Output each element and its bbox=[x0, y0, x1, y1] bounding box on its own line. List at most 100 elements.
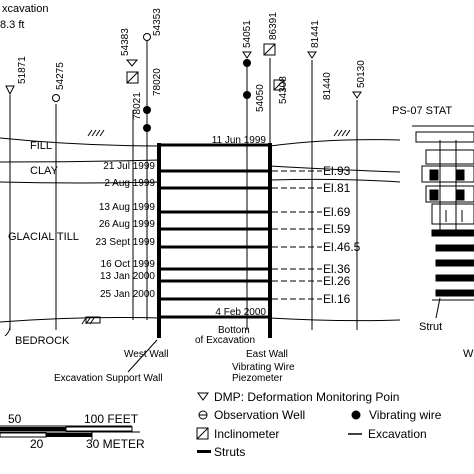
dmp-51871: 51871 bbox=[5, 56, 28, 330]
stage-date-6: 16 Oct 1999 bbox=[101, 259, 156, 270]
vibrating-wire-icon bbox=[243, 59, 251, 67]
inclinometer-label-78021: 78021 bbox=[132, 92, 143, 120]
piezometer-label-2: Piezometer bbox=[232, 373, 283, 384]
dmp-54051: 54051 54050 bbox=[242, 20, 266, 330]
stratum-fill: FILL bbox=[30, 140, 52, 152]
stage-date-4: 26 Aug 1999 bbox=[99, 219, 156, 230]
vibrating-wire-icon bbox=[243, 91, 251, 99]
well-label-54275: 54275 bbox=[55, 62, 66, 90]
stage-elevation-3: El.69 bbox=[323, 205, 351, 219]
header-title-1: xcavation bbox=[2, 3, 48, 15]
stage-date-2: 2 Aug 1999 bbox=[104, 178, 155, 189]
dmp-marker-icon bbox=[125, 59, 139, 67]
vibrating-wire-icon bbox=[143, 106, 151, 114]
support-wall-leader bbox=[127, 339, 158, 373]
stage-date-8: 25 Jan 2000 bbox=[100, 289, 155, 300]
dmp-label-51871: 51871 bbox=[17, 56, 28, 84]
strut-3 bbox=[161, 210, 268, 214]
stage-date-7: 13 Jan 2000 bbox=[100, 271, 155, 282]
stage-elevation-5: El.46.5 bbox=[323, 240, 361, 254]
stage-date-3: 13 Aug 1999 bbox=[99, 202, 156, 213]
east-wall-label: East Wall bbox=[246, 349, 288, 360]
strut-9 bbox=[161, 315, 268, 319]
stage-elevation-2: El.81 bbox=[323, 181, 351, 195]
bedrock-boundary bbox=[0, 317, 161, 323]
strut-0 bbox=[161, 143, 268, 147]
station-label: PS-07 STAT bbox=[392, 105, 452, 117]
strut-1 bbox=[161, 169, 268, 173]
legend-struts: Struts bbox=[214, 445, 245, 459]
strut-2 bbox=[161, 186, 268, 190]
dmp-label-81441: 81441 bbox=[310, 20, 321, 48]
support-wall-label: Excavation Support Wall bbox=[54, 373, 163, 384]
bedrock-boundary-right bbox=[269, 317, 401, 322]
stage-elevation-7: El.26 bbox=[323, 274, 351, 288]
stage-date-5: 23 Sept 1999 bbox=[96, 237, 156, 248]
observation-well-icon bbox=[143, 33, 151, 41]
strut-5 bbox=[161, 245, 268, 249]
legend-dmp: DMP: Deformation Monitoring Poin bbox=[214, 390, 399, 404]
fill-boundary bbox=[0, 137, 270, 147]
stratum-clay: CLAY bbox=[30, 165, 59, 177]
dmp-50130: 50130 bbox=[352, 60, 367, 330]
stratum-till: GLACIAL TILL bbox=[8, 231, 79, 243]
station-schematic bbox=[412, 125, 474, 301]
legend-excavation: Excavation bbox=[368, 427, 427, 441]
bottom-label-1: Bottom bbox=[218, 325, 250, 336]
scale-bar: 50 100 FEET 20 30 METER bbox=[0, 412, 145, 451]
stage-date-9: 4 Feb 2000 bbox=[215, 307, 266, 318]
strut-8 bbox=[161, 297, 268, 301]
scale-meter-30: 30 METER bbox=[86, 437, 145, 451]
vibrating-legend-icon bbox=[351, 410, 361, 420]
scale-feet-50: 50 bbox=[8, 412, 22, 426]
till-boundary-right bbox=[269, 178, 401, 183]
inclinometer-78021: 78021 bbox=[126, 71, 143, 320]
ground-hatch bbox=[81, 129, 351, 325]
well-54353: 54353 78020 bbox=[143, 8, 163, 320]
east-wall bbox=[268, 143, 272, 338]
legend: DMP: Deformation Monitoring Poin Observa… bbox=[196, 390, 442, 459]
station-edge-label: W bbox=[463, 348, 474, 360]
clay-boundary bbox=[0, 159, 161, 163]
stage-elevation-1: El.93 bbox=[323, 164, 351, 178]
dmp-marker-icon bbox=[307, 51, 317, 59]
stratum-bedrock: BEDROCK bbox=[15, 335, 70, 347]
inclinometer-label-78020: 78020 bbox=[152, 68, 163, 96]
strut-4 bbox=[161, 227, 268, 231]
west-wall-label: West Wall bbox=[124, 349, 168, 360]
vibrating-wire-icon bbox=[143, 124, 151, 132]
scale-feet-100: 100 FEET bbox=[84, 412, 139, 426]
legend-vibrating: Vibrating wire bbox=[369, 408, 442, 422]
dmp-54383: 54383 bbox=[120, 28, 139, 67]
dmp-marker-icon bbox=[5, 85, 15, 96]
observation-well-icon bbox=[52, 94, 60, 102]
well-label-54050: 54050 bbox=[255, 84, 266, 112]
bottom-label-2: of Excavation bbox=[195, 335, 255, 346]
legend-well: Observation Well bbox=[214, 408, 305, 422]
struts-group bbox=[161, 143, 268, 319]
stage-date-0: 11 Jun 1999 bbox=[212, 135, 267, 146]
piezometer-label-1: Vibrating Wire bbox=[232, 362, 295, 373]
west-wall bbox=[157, 143, 161, 338]
dmp-label-50130: 50130 bbox=[356, 60, 367, 88]
bedrock-leader bbox=[4, 325, 11, 337]
stage-elevation-6: El.36 bbox=[323, 262, 351, 276]
dmp-marker-icon bbox=[242, 51, 252, 59]
well-54275: 54275 bbox=[52, 62, 66, 330]
header-title-2: 8.3 ft bbox=[0, 19, 24, 31]
bedrock-block bbox=[85, 316, 101, 324]
inclinometer-label-86391: 86391 bbox=[268, 12, 279, 40]
legend-inclinometer: Inclinometer bbox=[214, 427, 279, 441]
dmp-label-54051: 54051 bbox=[242, 20, 253, 48]
well-label-54353: 54353 bbox=[152, 8, 163, 36]
dmp-81441: 81441 81440 bbox=[307, 20, 333, 330]
strut-leader bbox=[435, 297, 441, 319]
dmp-label-81440: 81440 bbox=[322, 72, 333, 100]
clay-boundary-right bbox=[269, 165, 401, 173]
stage-date-1: 21 Jul 1999 bbox=[103, 161, 155, 172]
fill-boundary-right bbox=[269, 139, 401, 147]
strut-6 bbox=[161, 267, 268, 271]
